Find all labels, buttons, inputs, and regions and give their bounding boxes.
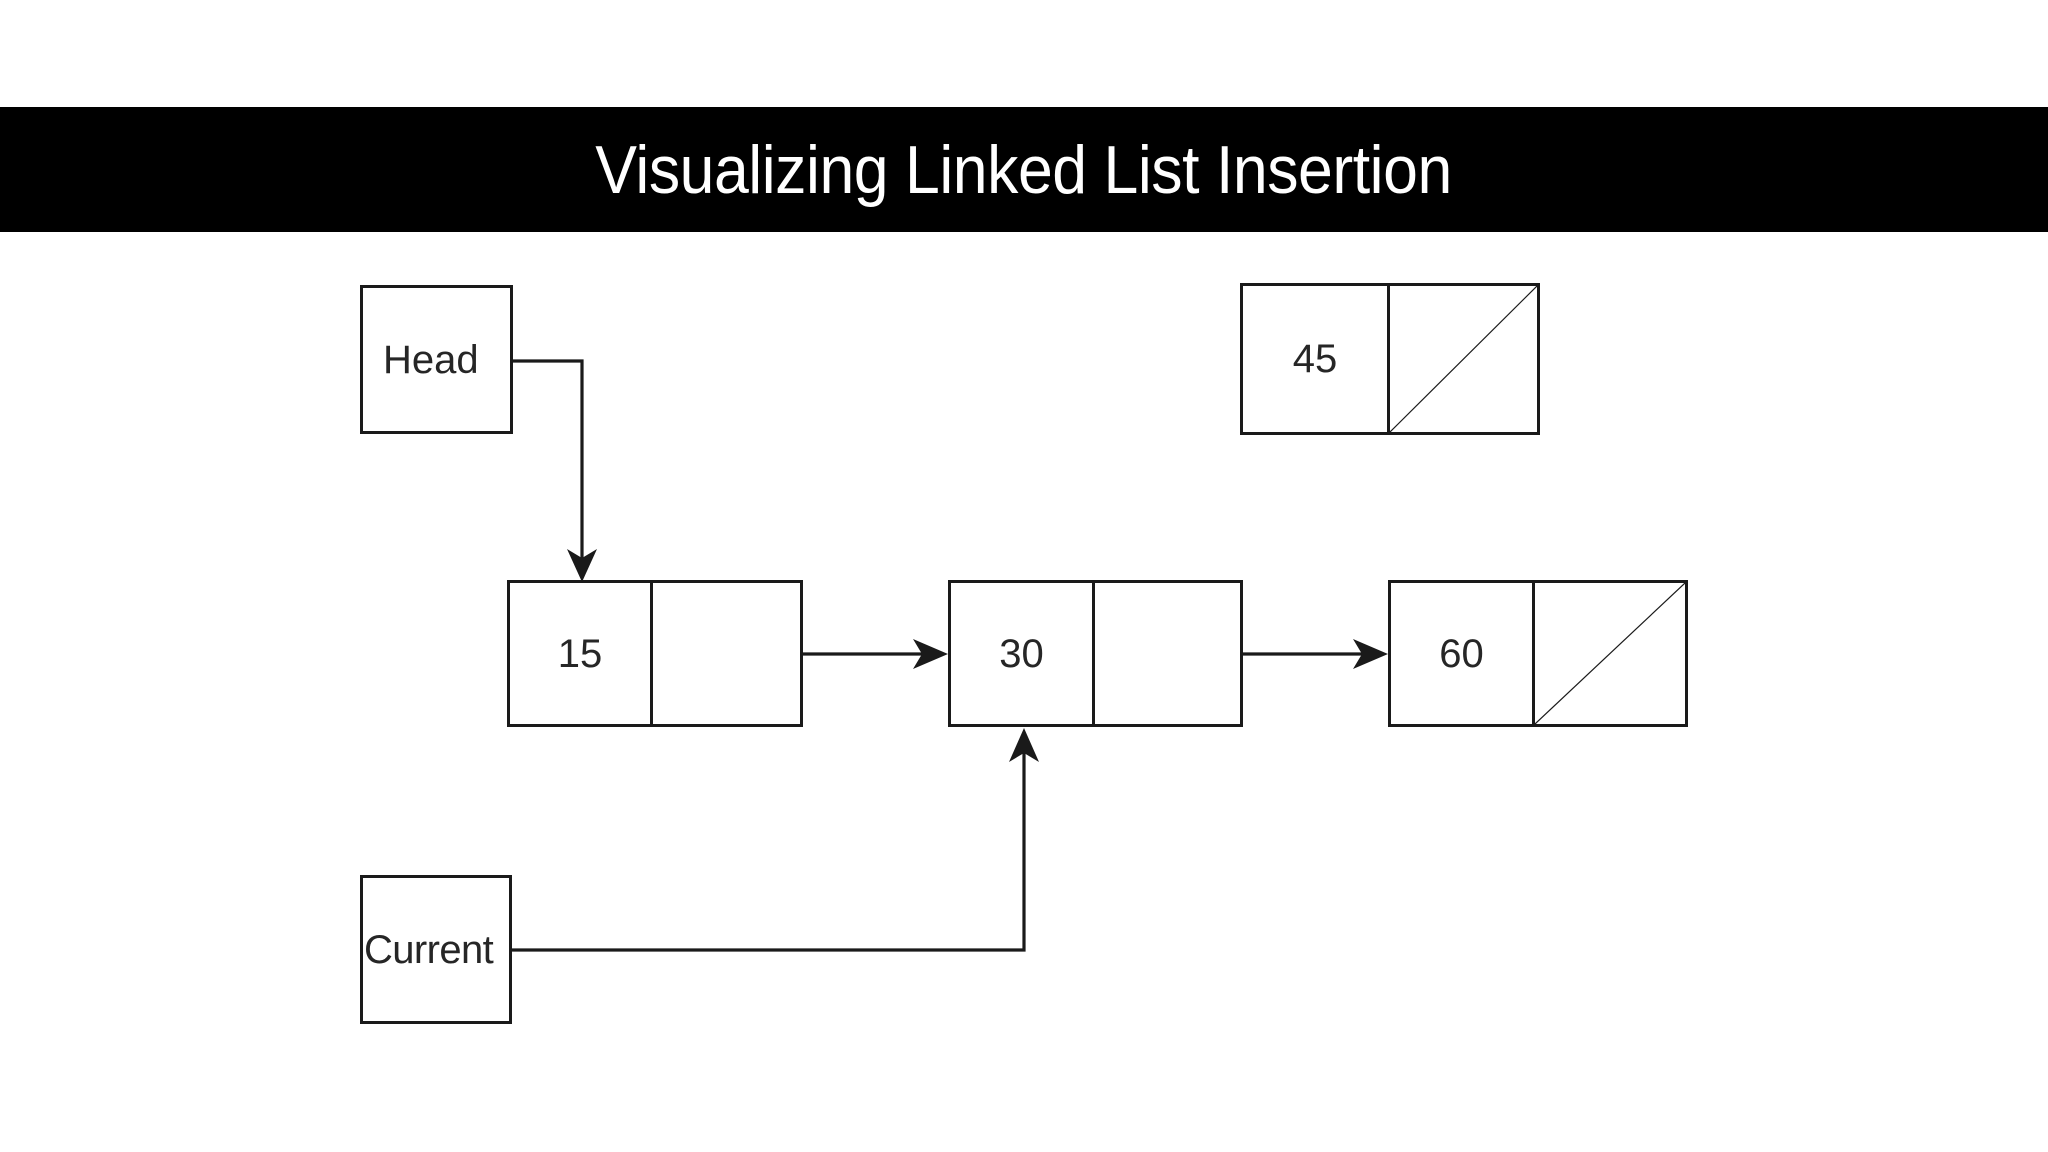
pointer-box-current[interactable]: Current <box>360 875 512 1024</box>
list-node-15[interactable]: 15 <box>507 580 803 727</box>
null-pointer-icon <box>1390 286 1537 432</box>
node-value: 45 <box>1292 337 1338 381</box>
node-data-cell: 60 <box>1391 583 1535 724</box>
node-value: 30 <box>999 631 1044 676</box>
node-next-cell <box>653 583 800 724</box>
node-data-cell: 45 <box>1243 286 1390 432</box>
node-value: 60 <box>1439 631 1484 676</box>
pointer-label-current: Current <box>364 927 494 972</box>
edge-head-to-node-15 <box>513 359 597 582</box>
page-title: Visualizing Linked List Insertion <box>595 131 1453 208</box>
node-next-cell <box>1095 583 1240 724</box>
list-node-60[interactable]: 60 <box>1388 580 1688 727</box>
list-node-45[interactable]: 45 <box>1240 283 1540 435</box>
node-next-cell <box>1390 286 1537 432</box>
node-next-cell <box>1535 583 1685 724</box>
null-pointer-icon <box>1535 583 1685 724</box>
edge-node-15-to-node-30 <box>803 639 948 669</box>
pointer-box-head[interactable]: Head <box>360 285 513 434</box>
edge-node-30-to-node-60 <box>1243 639 1388 669</box>
edge-current-to-node-30 <box>512 728 1039 952</box>
list-node-30[interactable]: 30 <box>948 580 1243 727</box>
node-data-cell: 15 <box>510 583 653 724</box>
pointer-label-head: Head <box>383 337 479 382</box>
node-data-cell: 30 <box>951 583 1095 724</box>
title-bar: Visualizing Linked List Insertion <box>0 107 2048 232</box>
node-value: 15 <box>557 631 603 676</box>
